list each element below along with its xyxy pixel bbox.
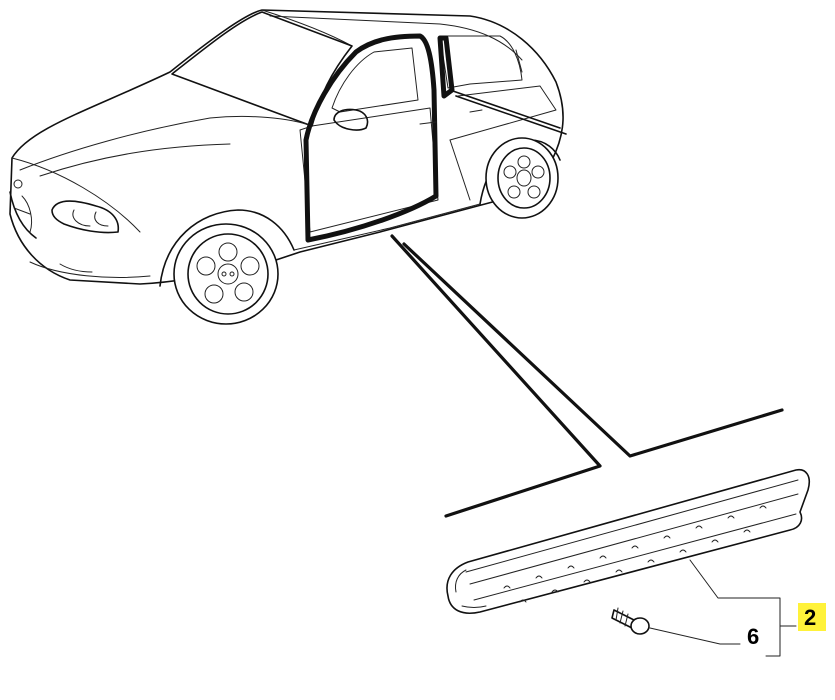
part-number-2-label: 2 [804,605,816,630]
callout-part-6[interactable]: 6 [747,624,759,649]
fastener-screw [611,607,650,635]
callout-part-2[interactable]: 2 [798,603,826,631]
front-wheel [173,223,279,325]
part-number-6-label: 6 [747,624,759,649]
part-number-2-highlight [798,603,826,631]
leader-lines [390,234,784,518]
sill-trim-molding [446,468,811,614]
rear-wheel [485,137,559,219]
car-illustration [9,9,567,325]
clip-holes [503,505,767,603]
callout-lines [649,559,797,657]
